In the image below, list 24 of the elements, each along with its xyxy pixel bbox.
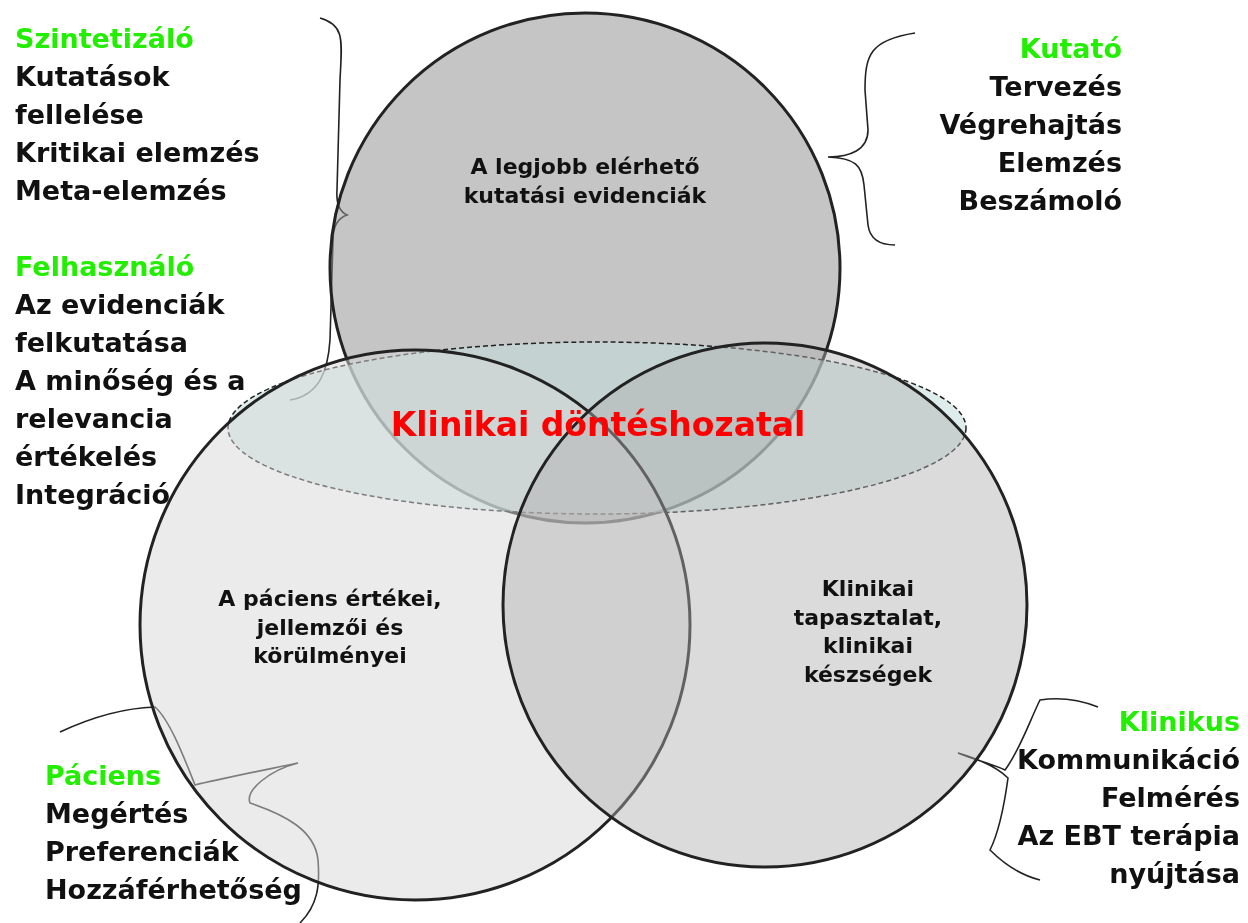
role-task: Felmérés — [1099, 781, 1240, 815]
role-task: Az EBT terápia nyújtása — [1016, 819, 1240, 891]
role-task: Elemzés — [996, 146, 1122, 180]
role-heading: Szintetizáló — [15, 22, 195, 56]
circle-label: Klinikai tapasztalat, klinikai készségek — [792, 575, 944, 689]
role-task: Hozzáférhetőség — [45, 873, 303, 907]
role-task: Tervezés — [988, 70, 1122, 104]
role-heading: Felhasználó — [15, 250, 196, 284]
circle-label: A páciens értékei, jellemzői és körülményei — [217, 585, 443, 671]
role-task: Meta-elemzés — [15, 174, 228, 208]
role-heading: Páciens — [45, 759, 163, 793]
role-task: Beszámoló — [957, 184, 1122, 218]
role-task: Kritikai elemzés — [15, 136, 261, 170]
circle-label: A legjobb elérhető kutatási evidenciák — [462, 153, 708, 210]
role-task: Kommunikáció — [1016, 743, 1240, 777]
role-task: Végrehajtás — [938, 108, 1122, 142]
role-heading: Klinikus — [1117, 705, 1240, 739]
role-task: Integráció — [15, 478, 172, 512]
role-task: Kutatások fellelése — [15, 60, 171, 132]
role-task: A minőség és a relevancia értékelés — [15, 364, 247, 474]
role-heading: Kutató — [1018, 32, 1122, 66]
role-task: Preferenciák — [45, 835, 240, 869]
role-task: Az evidenciák felkutatása — [15, 288, 226, 360]
role-task: Megértés — [45, 797, 190, 831]
